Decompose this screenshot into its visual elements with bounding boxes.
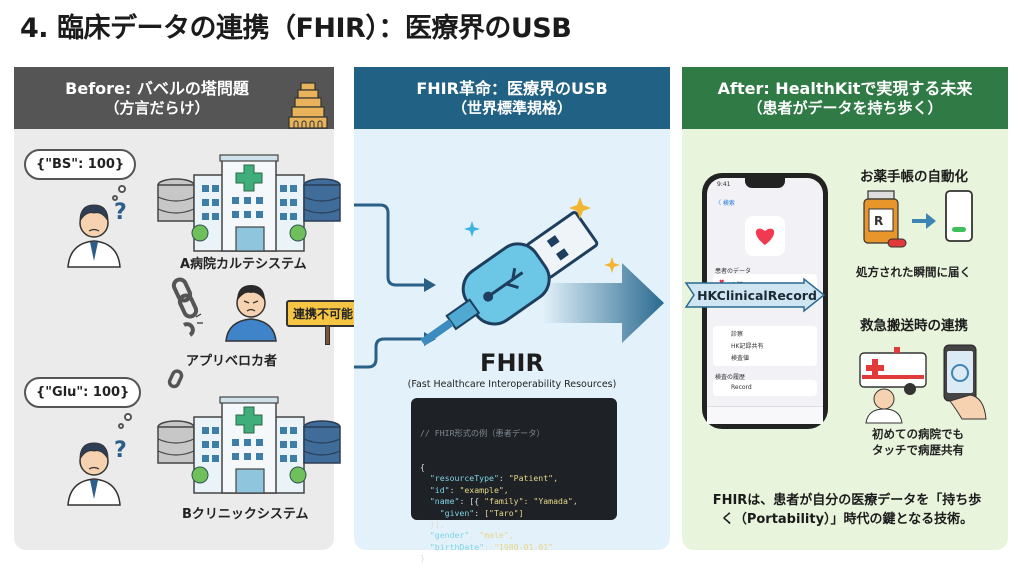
hk-clinical-record-banner-shape: [684, 277, 826, 313]
after-panel-header: After: HealthKitで実現する未来 （患者がデータを持ち歩く）: [682, 67, 1008, 129]
code-line: "birthDate": "1980-01-01": [429, 541, 554, 552]
prescription-to-phone-icon: R: [863, 190, 973, 248]
page-title: 4. 臨床データの連携（FHIR）：医療界のUSB: [20, 13, 572, 44]
health-app-icon: [745, 216, 785, 256]
phone-back-link[interactable]: 〈 検索: [715, 200, 735, 207]
fhir-name: FHIR: [480, 349, 544, 377]
code-line: {: [420, 462, 425, 473]
phone-notch: [745, 178, 785, 188]
code-line: "gender": "male",: [429, 530, 514, 541]
code-line: "name": [{ "family": "Yamada",: [429, 496, 578, 507]
before-subheading: （方言だらけ）: [104, 98, 210, 117]
code-comment: // FHIR形式の例（患者データ）: [420, 427, 545, 438]
bubble-dot: [124, 413, 132, 421]
sign-post: [325, 325, 330, 345]
code-line: }],: [429, 519, 445, 530]
chain-link-icon: [167, 369, 184, 389]
doctor-b-thought-bubble: {"Glu": 100}: [24, 377, 142, 408]
fhir-code-sample: // FHIR形式の例（患者データ） { "resourceType": "Pa…: [411, 398, 617, 563]
usb-icon: [420, 197, 620, 346]
svg-text:?: ?: [114, 438, 127, 463]
phone-list-3: Record: [713, 380, 817, 396]
before-panel-header: Before: バベルの塔問題 （方言だらけ）: [14, 67, 334, 129]
feature-2-desc-line-2: タッチで病歴共有: [872, 442, 964, 457]
code-line: }: [420, 553, 425, 564]
doctor-b-bubble-text: {"Glu": 100}: [36, 385, 130, 400]
svg-text:R: R: [874, 214, 883, 228]
doctor-a-icon: ?: [67, 200, 127, 268]
phone-row[interactable]: 検査値: [731, 355, 750, 362]
phone-list-2: 診察 HK記録共有 検査値: [713, 326, 817, 366]
after-subheading: （患者がデータを持ち歩く）: [747, 98, 943, 117]
developer-label: アプリベロカ者: [186, 354, 278, 369]
frustrated-developer-icon: [225, 285, 277, 342]
bubble-dot: [112, 195, 118, 201]
doctor-a-thought-bubble: {"BS": 100}: [24, 149, 137, 180]
bubble-dot: [118, 185, 126, 193]
fhir-full-name: (Fast Healthcare Interoperability Resour…: [407, 379, 617, 390]
hospital-b-icon: [157, 396, 341, 494]
heart-icon: [755, 228, 775, 245]
svg-text:?: ?: [114, 200, 127, 225]
feature-2-title: 救急搬送時の連携: [860, 318, 968, 334]
feature-2-description: 初めての病院でも タッチで病歴共有: [848, 427, 988, 458]
before-panel: Before: バベルの塔問題 （方言だらけ） {"BS": 100} ?: [14, 67, 361, 550]
code-line: "resourceType": "Patient",: [429, 473, 559, 484]
after-panel: After: HealthKitで実現する未来 （患者がデータを持ち歩く） 9:…: [682, 67, 1008, 550]
footer-line-2: く（Portability）」時代の鍵となる技術。: [720, 511, 974, 527]
code-body: { "resourceType": "Patient", "id": "exam…: [420, 462, 608, 565]
doctor-b-icon: ?: [67, 438, 127, 506]
before-heading: Before: バベルの塔問題: [65, 78, 249, 98]
hospital-a-icon: [157, 154, 341, 252]
phone-section-2: 検査の履歴: [715, 374, 746, 381]
phone-tab-bar: [707, 406, 823, 424]
doctor-a-bubble-text: {"BS": 100}: [36, 157, 125, 172]
phone-section-1: 患者のデータ: [715, 268, 752, 275]
connection-impossible-sign: 連携不可能: [286, 300, 361, 327]
tower-of-babel-icon: [288, 82, 328, 129]
footer-line-1: FHIRは、患者が自分の医療データを「持ち歩: [712, 493, 982, 508]
feature-1-description: 処方された瞬間に届く: [856, 265, 971, 279]
phone-time: 9:41: [717, 181, 731, 188]
after-heading: After: HealthKitで実現する未来: [717, 78, 973, 98]
fhir-panel-header: FHIR革命：医療界のUSB （世界標準規格）: [354, 67, 670, 129]
feature-2-desc-line-1: 初めての病院でも: [872, 427, 964, 441]
hospital-a-label: A病院カルテシステム: [180, 257, 307, 272]
fhir-subheading: （世界標準規格）: [451, 98, 572, 117]
broken-chain-icon: [171, 277, 203, 337]
hospital-b-label: Bクリニックシステム: [182, 507, 309, 522]
code-line: "given": ["Taro"]: [439, 507, 524, 518]
phone-row[interactable]: HK記録共有: [731, 343, 764, 350]
sign-text: 連携不可能: [293, 307, 354, 321]
hk-clinical-record-label: HKClinicalRecord: [697, 287, 817, 303]
code-line: "id": "example",: [429, 484, 509, 495]
phone-row[interactable]: Record: [731, 384, 752, 391]
after-footer: FHIRは、患者が自分の医療データを「持ち歩 く（Portability）」時代…: [692, 492, 1002, 530]
ambulance-and-phone-icon: [859, 344, 987, 424]
phone-row[interactable]: 診察: [731, 331, 744, 338]
bubble-dot: [118, 423, 124, 429]
feature-1-title: お薬手帳の自動化: [860, 169, 968, 185]
fhir-panel: FHIR革命：医療界のUSB （世界標準規格）: [354, 67, 670, 563]
fhir-heading: FHIR革命：医療界のUSB: [416, 78, 608, 98]
flow-arrow: [542, 263, 664, 343]
